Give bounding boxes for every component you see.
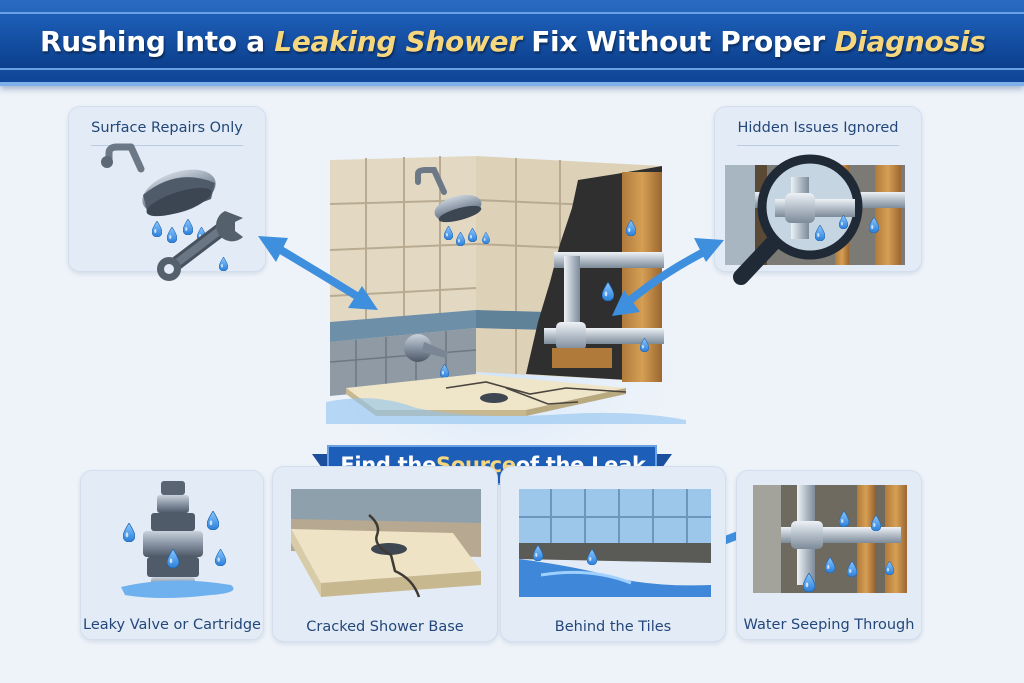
- card-surface-title: Surface Repairs Only: [91, 120, 243, 136]
- tiles-illustration: [519, 489, 711, 597]
- shower-head-icon: [415, 167, 482, 223]
- card-water-seeping: Water Seeping Through: [736, 470, 922, 640]
- title-text-1: Rushing Into a: [40, 24, 275, 58]
- title-highlight-2: Diagnosis: [834, 24, 986, 58]
- card-hidden-issues: Hidden Issues Ignored: [714, 106, 922, 285]
- title-text-2: Fix Without Proper: [521, 24, 835, 58]
- base-label: Cracked Shower Base: [306, 619, 464, 635]
- hidden-illustration: [725, 154, 905, 285]
- base-illustration: [291, 489, 481, 598]
- surface-illustration: [101, 143, 243, 281]
- card-cracked-base: Cracked Shower Base: [272, 466, 498, 642]
- card-behind-tiles: Behind the Tiles: [500, 466, 726, 642]
- divider: [91, 145, 243, 146]
- valve-illustration: [121, 481, 234, 598]
- valve-handle-icon: [404, 334, 448, 362]
- header-band: Rushing Into a Leaking Shower Fix Withou…: [0, 12, 1024, 70]
- seeping-illustration: [753, 485, 907, 593]
- tiles-label: Behind the Tiles: [554, 619, 672, 635]
- header-banner: Rushing Into a Leaking Shower Fix Withou…: [0, 0, 1024, 86]
- shower-scene: [326, 156, 686, 424]
- page-title: Rushing Into a Leaking Shower Fix Withou…: [40, 25, 986, 58]
- seeping-label: Water Seeping Through: [743, 617, 915, 633]
- divider: [737, 145, 899, 146]
- valve-cartridge-icon: [143, 481, 203, 591]
- card-surface-repairs: Surface Repairs Only: [68, 106, 266, 281]
- magnifying-glass-icon: [733, 154, 863, 285]
- shower-head-icon: [101, 143, 216, 217]
- title-highlight-1: Leaking Shower: [274, 24, 522, 58]
- wrench-icon: [157, 211, 243, 281]
- card-leaky-valve: Leaky Valve or Cartridge: [80, 470, 264, 640]
- valve-label: Leaky Valve or Cartridge: [83, 617, 261, 633]
- card-hidden-title: Hidden Issues Ignored: [737, 120, 899, 136]
